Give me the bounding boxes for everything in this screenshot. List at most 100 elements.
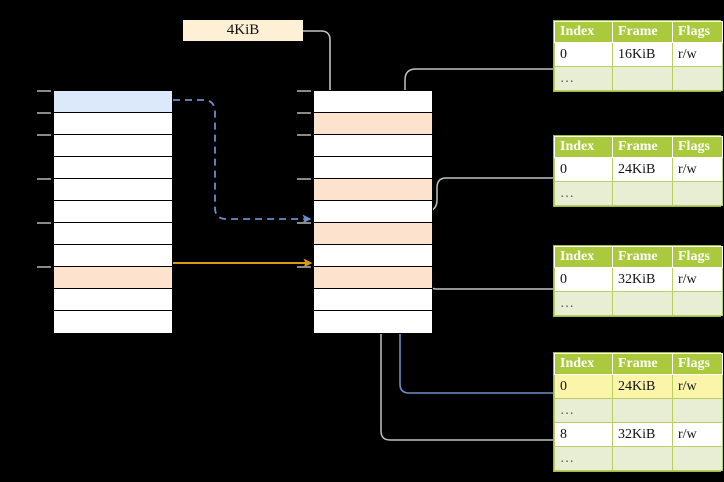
physical-frame-row-4	[314, 179, 432, 201]
cell-flags	[672, 291, 723, 316]
cell-index: …	[554, 291, 613, 316]
cell-index: 0	[554, 267, 613, 292]
frame-tick-0	[297, 90, 311, 92]
column-header-frame: Frame	[612, 21, 673, 43]
table-row: …	[554, 398, 723, 423]
cell-frame	[612, 398, 673, 423]
physical-frame-row-9	[314, 289, 432, 311]
cell-frame	[612, 66, 673, 91]
column-header-frame: Frame	[612, 353, 673, 375]
physical-frame-row-6	[314, 223, 432, 245]
cell-frame: 24KiB	[612, 374, 673, 399]
virtual-page-row-6	[54, 223, 172, 245]
cell-frame	[612, 291, 673, 316]
cell-frame	[612, 446, 673, 471]
cell-index: 0	[554, 157, 613, 182]
column-header-flags: Flags	[672, 136, 723, 158]
physical-frame-row-10	[314, 311, 432, 333]
virtual-page-row-2	[54, 135, 172, 157]
cell-frame	[612, 181, 673, 206]
column-header-index: Index	[554, 136, 613, 158]
address-tick-5	[37, 266, 51, 268]
address-tick-4	[37, 222, 51, 224]
column-header-index: Index	[554, 246, 613, 268]
physical-frame-row-7	[314, 245, 432, 267]
physical-frame-row-3	[314, 157, 432, 179]
address-tick-2	[37, 134, 51, 136]
virtual-page-row-10	[54, 311, 172, 333]
cell-flags: r/w	[672, 422, 723, 447]
virtual-page-row-1	[54, 113, 172, 135]
physical-frame-row-2	[314, 135, 432, 157]
frame-tick-3	[297, 178, 311, 180]
cell-flags: r/w	[672, 374, 723, 399]
cell-flags	[672, 66, 723, 91]
frame-tick-1	[297, 112, 311, 114]
address-tick-0	[37, 90, 51, 92]
column-header-flags: Flags	[672, 21, 723, 43]
cell-frame: 32KiB	[612, 267, 673, 292]
wire-pt2-to-frame	[424, 266, 553, 290]
address-tick-1	[37, 112, 51, 114]
table-row: …	[554, 66, 723, 91]
frame-tick-5	[297, 266, 311, 268]
page-size-label: 4KiB	[183, 20, 303, 41]
virtual-page-row-0	[54, 91, 172, 113]
table-row: …	[554, 291, 723, 316]
virtual-page-row-5	[54, 201, 172, 223]
cell-index: …	[554, 66, 613, 91]
cell-flags	[672, 446, 723, 471]
cell-flags: r/w	[672, 157, 723, 182]
cell-flags	[672, 181, 723, 206]
column-header-frame: Frame	[612, 246, 673, 268]
table-row: …	[554, 181, 723, 206]
cell-flags: r/w	[672, 42, 723, 67]
column-header-flags: Flags	[672, 246, 723, 268]
frame-tick-4	[297, 222, 311, 224]
cell-flags: r/w	[672, 267, 723, 292]
cell-index: 8	[554, 422, 613, 447]
table-row: …	[554, 446, 723, 471]
cell-index: …	[554, 446, 613, 471]
physical-frame-row-5	[314, 201, 432, 223]
cell-index: 0	[554, 374, 613, 399]
column-header-flags: Flags	[672, 353, 723, 375]
virtual-page-row-7	[54, 245, 172, 267]
cell-index: …	[554, 181, 613, 206]
virtual-page-row-4	[54, 179, 172, 201]
physical-frame-row-0	[314, 91, 432, 113]
address-tick-3	[37, 178, 51, 180]
physical-memory-column	[313, 90, 433, 334]
wire-virtual-to-physical	[173, 99, 312, 224]
frame-tick-2	[297, 134, 311, 136]
cell-frame: 32KiB	[612, 422, 673, 447]
cell-flags	[672, 398, 723, 423]
virtual-page-row-9	[54, 289, 172, 311]
physical-frame-row-8	[314, 267, 432, 289]
column-header-frame: Frame	[612, 136, 673, 158]
cell-index: …	[554, 398, 613, 423]
wire-pt1-to-frame	[414, 177, 553, 217]
cell-frame: 24KiB	[612, 157, 673, 182]
virtual-address-space-column	[53, 90, 173, 334]
cell-index: 0	[554, 42, 613, 67]
virtual-page-row-8	[54, 267, 172, 289]
column-header-index: Index	[554, 21, 613, 43]
cell-frame: 16KiB	[612, 42, 673, 67]
physical-frame-row-1	[314, 113, 432, 135]
virtual-page-row-3	[54, 157, 172, 179]
